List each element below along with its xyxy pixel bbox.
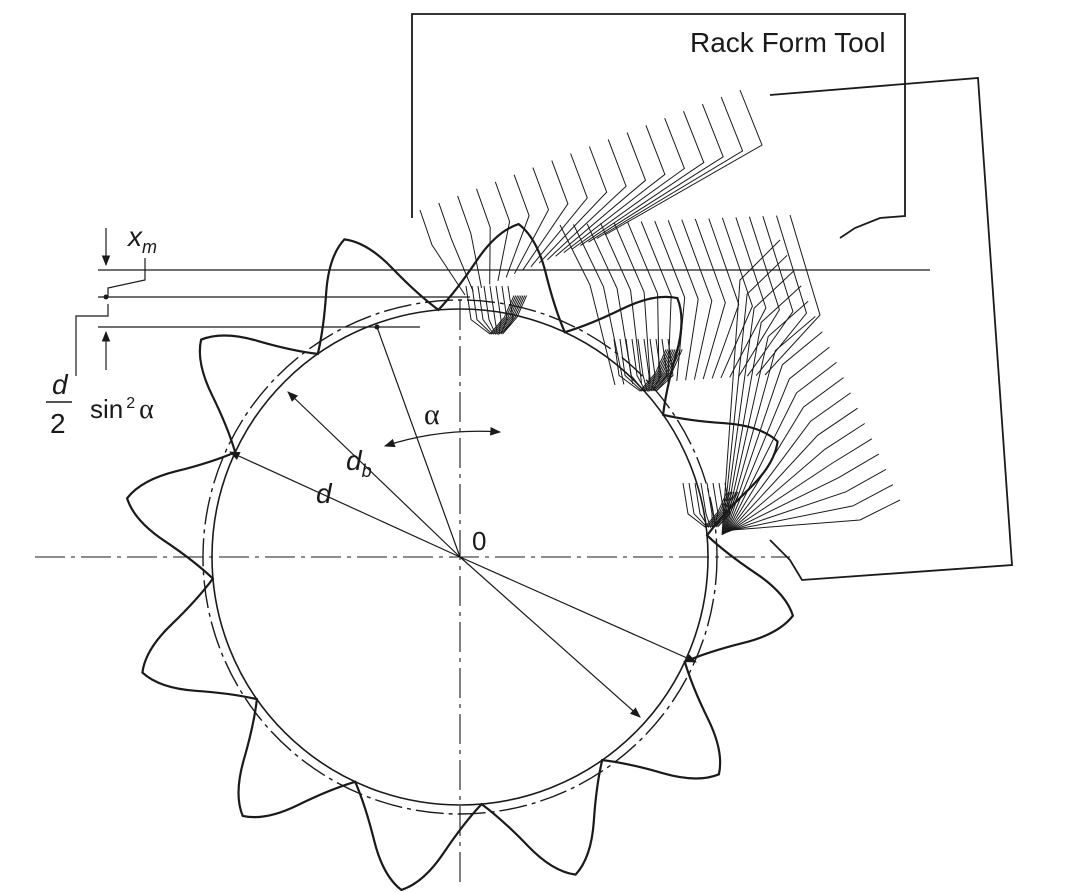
sin-alpha: α	[139, 394, 154, 425]
rack-tool-upper	[411, 13, 906, 239]
alpha-label: α	[424, 398, 440, 431]
tool-envelope-line	[728, 407, 858, 533]
tool-envelope-line	[604, 89, 763, 236]
tool-envelope-line	[722, 270, 795, 535]
tool-envelope-line	[727, 392, 851, 533]
d-label: d	[316, 478, 333, 509]
tool-envelope-line	[600, 222, 642, 384]
tool-envelope-lines	[419, 89, 901, 536]
tool-envelope-line	[667, 220, 699, 381]
pitch-circle	[202, 299, 718, 815]
tool-envelope-line	[559, 224, 616, 386]
tool-envelope-line	[746, 216, 794, 377]
tool-envelope-line	[738, 216, 780, 378]
tool-envelope-line	[489, 285, 522, 336]
tool-envelope-line	[725, 331, 823, 534]
tool-envelope-line	[563, 125, 666, 253]
fraction-denominator: 2	[50, 408, 66, 439]
tool-envelope-line	[573, 224, 625, 385]
tool-envelope-line	[723, 285, 802, 535]
tool-envelope-line	[419, 209, 466, 296]
tool-envelope-line	[726, 362, 837, 533]
tool-envelope-line	[571, 118, 686, 250]
tool-envelope-line	[530, 153, 588, 268]
tool-envelope-line	[580, 111, 705, 247]
db-subscript: b	[362, 461, 372, 481]
tool-envelope-line	[631, 338, 672, 392]
tool-envelope-line	[513, 167, 550, 275]
xm-label: xm	[126, 221, 157, 257]
tool-envelope-line	[681, 219, 713, 380]
tool-envelope-line	[723, 300, 809, 534]
tool-envelope-line	[640, 221, 672, 382]
tool-envelope-line	[627, 221, 660, 383]
tool-envelope-line	[649, 338, 678, 392]
tool-envelope-line	[613, 222, 651, 383]
tool-envelope-line	[708, 218, 740, 379]
center-lines	[35, 300, 790, 888]
xm-subscript: m	[142, 237, 157, 257]
tool-envelope-line	[643, 338, 676, 393]
tool-envelope-line	[722, 254, 788, 535]
xm-dimension-dot	[103, 294, 109, 300]
tool-envelope-line	[764, 214, 821, 376]
tool-envelope-line	[555, 132, 647, 257]
tool-envelope-line	[457, 195, 482, 288]
tool-envelope-line	[654, 220, 686, 381]
tool-envelope-line	[613, 338, 667, 392]
tool-envelope-line	[494, 181, 511, 281]
tool-envelope-line	[619, 338, 669, 392]
fraction-numerator: d	[52, 369, 69, 400]
tool-envelope-line	[725, 346, 830, 534]
tool-envelope-line	[721, 239, 781, 536]
tool-envelope-line	[502, 285, 528, 335]
tool-envelope-line	[729, 438, 873, 532]
xm-dimension	[75, 228, 146, 376]
tool-envelope-line	[694, 482, 732, 528]
tool-envelope-line	[495, 285, 524, 336]
tool-envelope-line	[729, 217, 767, 378]
tool-envelope-line	[547, 139, 627, 261]
tool-envelope-line	[682, 482, 728, 528]
pitch-point-dot	[374, 324, 380, 330]
tool-envelope-line	[731, 484, 894, 531]
tool-envelope-line	[588, 103, 724, 243]
tool-envelope-line	[471, 285, 517, 335]
tool-envelope-line	[755, 215, 808, 376]
tool-envelope-line	[726, 377, 844, 533]
sin-exponent: 2	[126, 395, 135, 412]
tool-envelope-line	[729, 453, 880, 532]
tool-envelope-line	[728, 423, 865, 532]
tool-envelope-line	[538, 146, 608, 264]
tool-envelope-line	[694, 218, 726, 380]
tool-envelope-line	[596, 96, 744, 239]
tool-envelope-line	[483, 285, 520, 335]
tool-envelope-line	[476, 188, 491, 285]
tool-envelope-line	[438, 202, 474, 292]
tool-envelope-line	[724, 316, 816, 534]
dimension-lines	[229, 326, 697, 718]
tool-envelope-line	[731, 499, 901, 531]
base-circle	[211, 308, 709, 806]
tool-envelope-line	[730, 468, 887, 532]
gear-tooth-profile	[125, 222, 795, 892]
tool-envelope-line	[500, 285, 526, 335]
rack-form-tool-label: Rack Form Tool	[690, 27, 886, 58]
center-label: 0	[472, 526, 486, 556]
tool-envelope-line	[720, 217, 753, 379]
tool-envelope-line	[637, 338, 674, 393]
tool-envelope-line	[505, 174, 530, 278]
tool-envelope-line	[700, 482, 733, 528]
db-label: db	[346, 445, 372, 481]
